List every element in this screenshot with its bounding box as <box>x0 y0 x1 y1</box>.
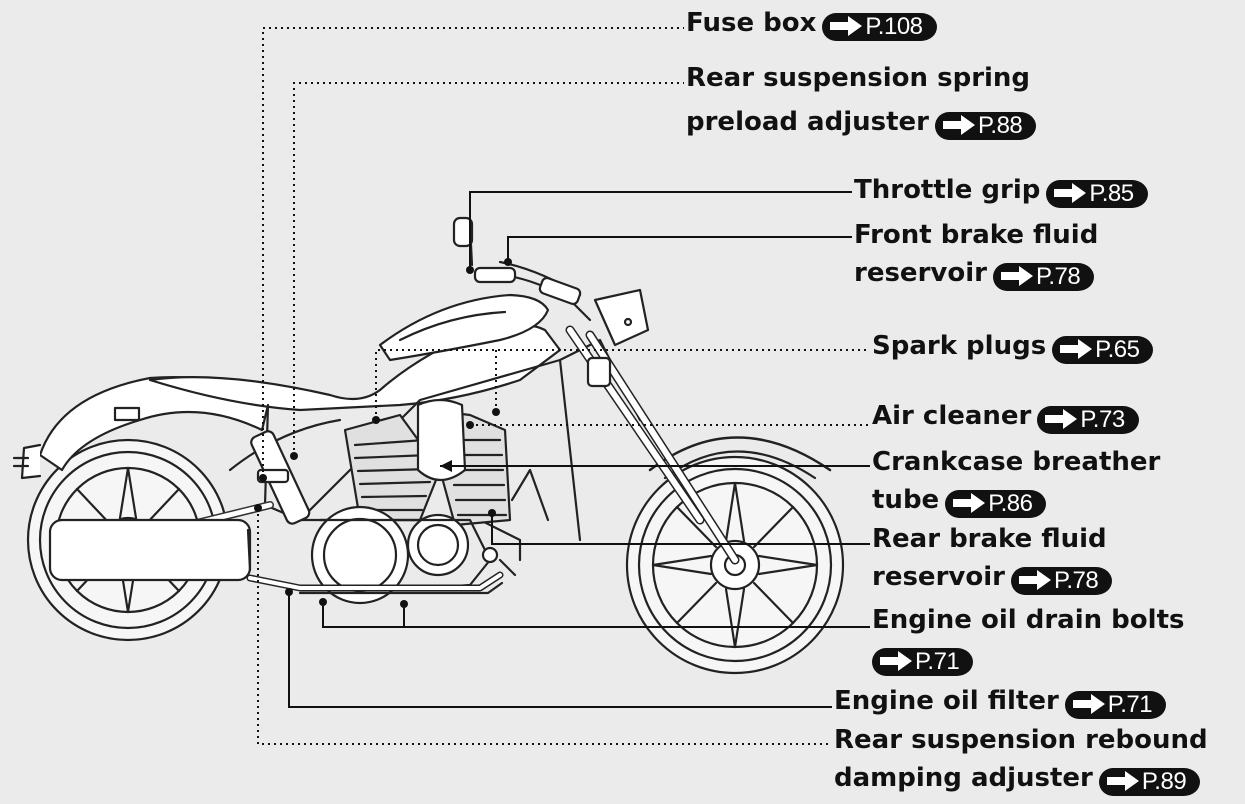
page-reference-badge[interactable]: P.78 <box>1011 567 1112 595</box>
page-reference-badge[interactable]: P.108 <box>822 13 936 41</box>
label-engine-oil-drain-bolts: Engine oil drain bolts P.71 <box>872 601 1184 677</box>
page-reference-badge[interactable]: P.71 <box>872 648 973 676</box>
arrow-right-icon <box>1071 692 1107 716</box>
leader-throttle-grip <box>470 192 852 270</box>
page-reference-badge[interactable]: P.89 <box>1099 768 1200 796</box>
arrow-right-icon <box>1052 181 1088 205</box>
arrow-right-icon <box>941 113 977 137</box>
arrow-right-icon <box>1058 337 1094 361</box>
label-line: Front brake fluid <box>854 216 1098 254</box>
page-reference-badge[interactable]: P.78 <box>993 263 1094 291</box>
page-reference-badge[interactable]: P.86 <box>945 490 1046 518</box>
page-reference-badge[interactable]: P.71 <box>1065 691 1166 719</box>
page-reference-badge[interactable]: P.65 <box>1052 336 1153 364</box>
arrow-right-icon <box>999 264 1035 288</box>
leader-front-brake-fluid-reservoir <box>508 237 852 262</box>
label-rear-suspension-rebound-damping-adjuster: Rear suspension rebound damping adjuster… <box>834 721 1208 797</box>
label-line: Rear suspension rebound <box>834 721 1208 759</box>
arrow-right-icon <box>878 649 914 673</box>
page-reference-badge[interactable]: P.73 <box>1037 406 1138 434</box>
label-line: Rear brake fluid <box>872 520 1112 558</box>
arrow-right-icon <box>1017 568 1053 592</box>
arrow-right-icon <box>1105 769 1141 793</box>
arrow-right-icon <box>951 491 987 515</box>
page-reference-badge[interactable]: P.85 <box>1046 180 1147 208</box>
engine <box>312 400 510 603</box>
arrow-right-icon <box>1043 407 1079 431</box>
label-line: Engine oil drain bolts <box>872 601 1184 639</box>
label-line: P.71 <box>872 639 1184 677</box>
arrow-right-icon <box>828 14 864 38</box>
motorcycle-illustration <box>14 218 843 673</box>
label-line: Rear suspension spring <box>686 56 1036 100</box>
label-line: Crankcase breather <box>872 443 1160 481</box>
page-reference-badge[interactable]: P.88 <box>935 112 1036 140</box>
